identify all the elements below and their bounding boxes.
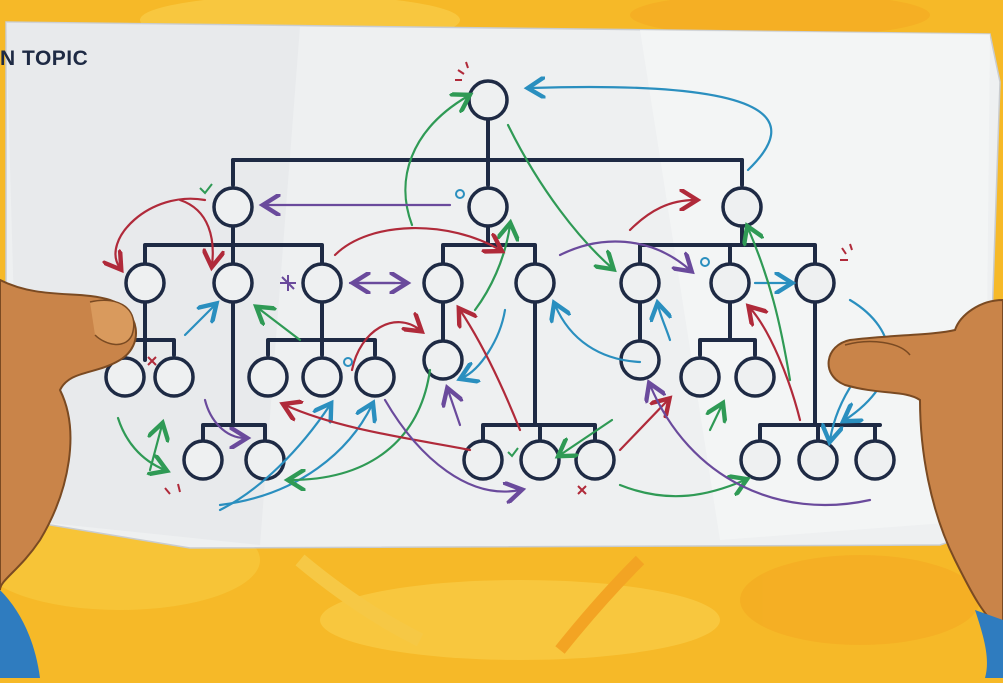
arrows bbox=[116, 87, 890, 512]
annotation-marks bbox=[147, 61, 853, 495]
check-mark bbox=[199, 183, 213, 195]
small-o-mark bbox=[455, 189, 465, 199]
node-l1-right bbox=[721, 186, 763, 228]
node bbox=[301, 262, 343, 304]
node bbox=[244, 439, 286, 481]
node bbox=[709, 262, 751, 304]
node bbox=[734, 356, 776, 398]
tree-lines bbox=[123, 118, 882, 442]
node bbox=[422, 339, 464, 381]
tree-nodes bbox=[104, 79, 896, 481]
x-mark-bottom bbox=[577, 485, 587, 495]
node bbox=[301, 356, 343, 398]
node bbox=[797, 439, 839, 481]
node bbox=[854, 439, 896, 481]
asterisk-mark bbox=[280, 275, 296, 291]
node-root bbox=[467, 79, 509, 121]
node bbox=[124, 262, 166, 304]
small-o-mark bbox=[700, 257, 710, 267]
node bbox=[247, 356, 289, 398]
node bbox=[619, 262, 661, 304]
topic-label: N TOPIC bbox=[0, 47, 89, 70]
node bbox=[679, 356, 721, 398]
node bbox=[739, 439, 781, 481]
left-hand bbox=[0, 278, 137, 678]
node bbox=[574, 439, 616, 481]
node bbox=[462, 439, 504, 481]
node bbox=[212, 262, 254, 304]
node bbox=[153, 356, 195, 398]
node bbox=[354, 356, 396, 398]
node bbox=[104, 356, 146, 398]
node bbox=[182, 439, 224, 481]
sparkle-mark bbox=[455, 61, 469, 81]
background-texture bbox=[0, 0, 720, 660]
tick-marks bbox=[164, 483, 181, 495]
node bbox=[514, 262, 556, 304]
node bbox=[422, 262, 464, 304]
node bbox=[519, 439, 561, 481]
node bbox=[794, 262, 836, 304]
x-mark bbox=[147, 356, 157, 366]
right-hand bbox=[827, 298, 1003, 678]
sparkle-mark bbox=[840, 243, 853, 261]
node-l1-left bbox=[212, 186, 254, 228]
node-l1-center bbox=[467, 186, 509, 228]
small-o-mark bbox=[343, 357, 353, 367]
check-mark bbox=[507, 447, 519, 458]
